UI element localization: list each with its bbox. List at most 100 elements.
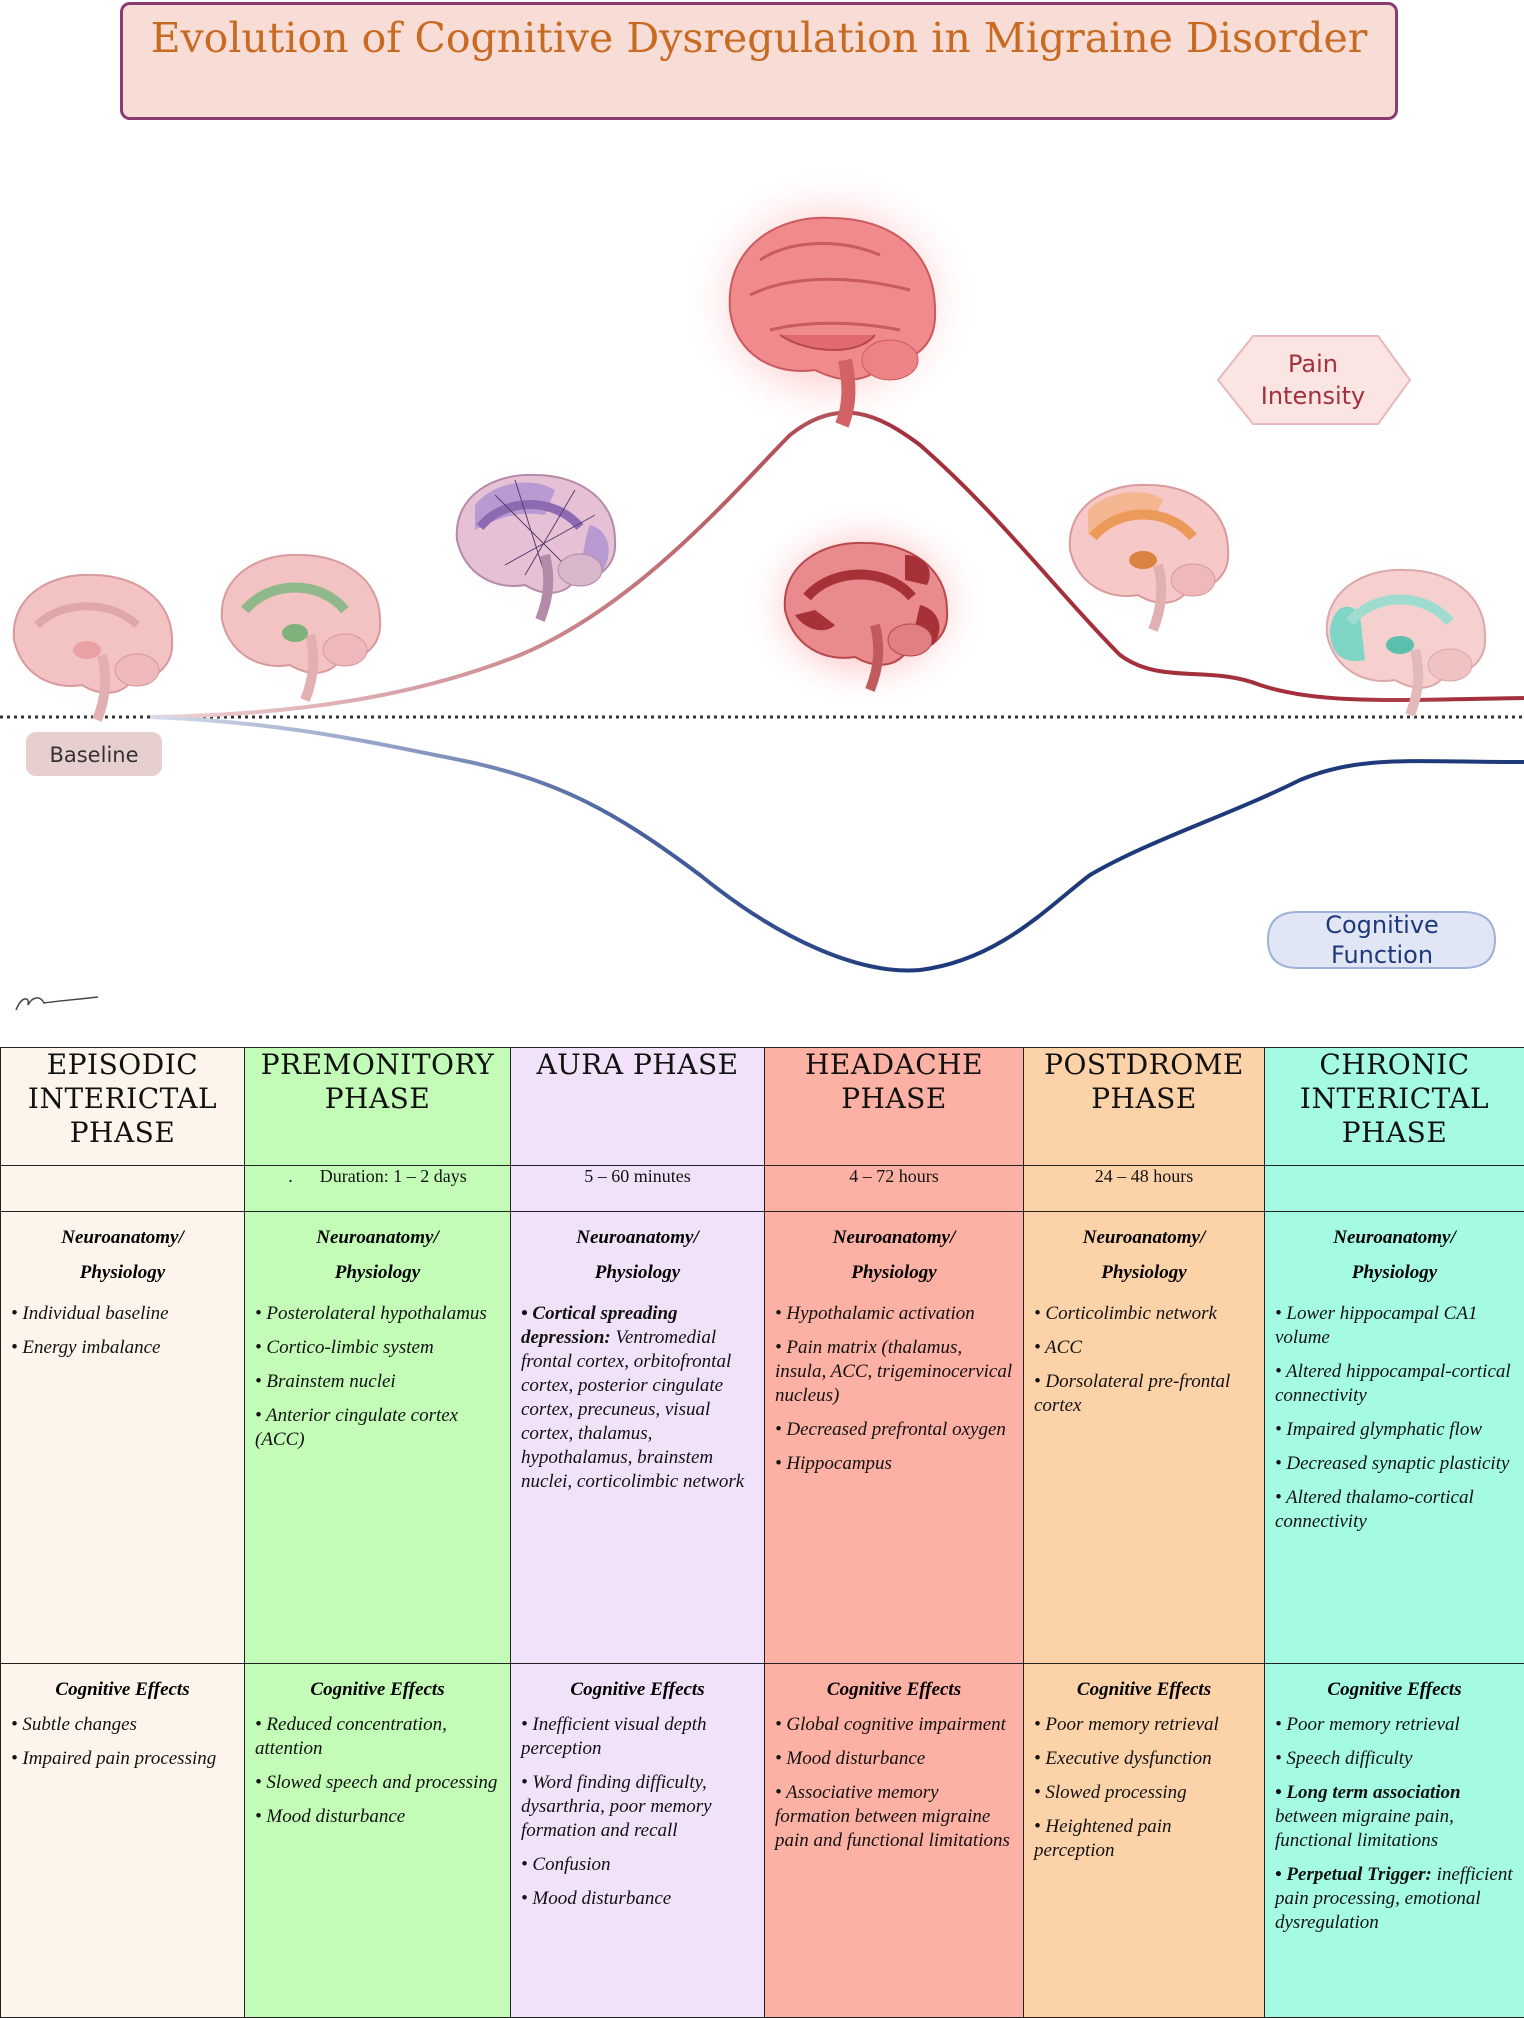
pain-intensity-label: Pain Intensity — [1218, 336, 1410, 424]
brain-illustration-premonitory — [208, 535, 392, 700]
list-item: • Poor memory retrieval — [1034, 1713, 1254, 1737]
list-item-text: • ACC — [1034, 1337, 1082, 1358]
list-item-text: Ventromedial frontal cortex, orbitofront… — [521, 1327, 744, 1492]
list-item-text: • Mood disturbance — [521, 1888, 671, 1909]
list-item: • Reduced concentration, attention — [255, 1713, 500, 1761]
neuro-list-premonitory: • Posterolateral hypothalamus • Cortico-l… — [255, 1302, 500, 1452]
list-item-text: • Decreased prefrontal oxygen — [775, 1419, 1006, 1440]
cognitive-function-label: Cognitive Function — [1268, 911, 1495, 969]
cog-list-aura: • Inefficient visual depth perception • W… — [521, 1713, 754, 1911]
brain-illustration-headache-top — [680, 165, 980, 435]
duration-postdrome: 24 – 48 hours — [1024, 1166, 1265, 1212]
list-item: • Heightened pain perception — [1034, 1815, 1254, 1863]
cognitive-label-line1: Cognitive — [1325, 911, 1439, 939]
list-item-text: • Confusion — [521, 1854, 611, 1875]
list-item-text: • Cortico-limbic system — [255, 1337, 434, 1358]
list-item: • Decreased synaptic plasticity — [1275, 1452, 1514, 1476]
cog-list-postdrome: • Poor memory retrieval • Executive dysfu… — [1034, 1713, 1254, 1863]
list-item-text: • Posterolateral hypothalamus — [255, 1303, 487, 1324]
list-item-text: • Pain matrix (thalamus, insula, ACC, tr… — [775, 1337, 1012, 1406]
list-item-text: • Hippocampus — [775, 1453, 892, 1474]
cog-list-headache: • Global cognitive impairment • Mood dist… — [775, 1713, 1013, 1853]
neuro-list-aura: • Cortical spreading depression: Ventrom… — [521, 1302, 754, 1494]
list-item: • Inefficient visual depth perception — [521, 1713, 754, 1761]
neuroanatomy-row: Neuroanatomy/Physiology • Individual base… — [1, 1212, 1524, 1664]
list-item: • Cortico-limbic system — [255, 1336, 500, 1360]
list-item-text: • Slowed processing — [1034, 1782, 1187, 1803]
list-item-text: • Corticolimbic network — [1034, 1303, 1217, 1324]
neuro-title: Neuroanatomy/Physiology — [255, 1220, 500, 1290]
list-item-text: • Speech difficulty — [1275, 1748, 1413, 1769]
list-item: • Anterior cingulate cortex (ACC) — [255, 1404, 500, 1452]
list-item: • Global cognitive impairment — [775, 1713, 1013, 1737]
list-item: • Decreased prefrontal oxygen — [775, 1418, 1013, 1442]
phase-header-aura: AURA PHASE — [511, 1048, 765, 1166]
list-item-text: • Inefficient visual depth perception — [521, 1714, 707, 1759]
list-item: • Associative memory formation between m… — [775, 1781, 1013, 1853]
list-item: • Corticolimbic network — [1034, 1302, 1254, 1326]
list-item-text: • Executive dysfunction — [1034, 1748, 1212, 1769]
list-item: • Individual baseline — [11, 1302, 234, 1326]
list-item: • Poor memory retrieval — [1275, 1713, 1514, 1737]
list-item: • Impaired pain processing — [11, 1747, 234, 1771]
list-item: • Posterolateral hypothalamus — [255, 1302, 500, 1326]
list-item-text: • Impaired glymphatic flow — [1275, 1419, 1482, 1440]
list-item: • Impaired glymphatic flow — [1275, 1418, 1514, 1442]
cog-list-premonitory: • Reduced concentration, attention • Slow… — [255, 1713, 500, 1829]
duration-episodic — [1, 1166, 245, 1212]
list-item: • Dorsolateral pre-frontal cortex — [1034, 1370, 1254, 1418]
list-item-text: • Dorsolateral pre-frontal cortex — [1034, 1371, 1230, 1416]
list-item: • Word finding difficulty, dysarthria, p… — [521, 1771, 754, 1843]
neuro-list-episodic: • Individual baseline • Energy imbalance — [11, 1302, 234, 1360]
list-item: • Pain matrix (thalamus, insula, ACC, tr… — [775, 1336, 1013, 1408]
pain-label-line1: Pain — [1288, 350, 1338, 378]
list-item-text: • Mood disturbance — [775, 1748, 925, 1769]
list-item: • Long term association between migraine… — [1275, 1781, 1514, 1853]
list-item-text: • Energy imbalance — [11, 1337, 160, 1358]
list-item-text: • Anterior cingulate cortex (ACC) — [255, 1405, 458, 1450]
neuro-title: Neuroanatomy/Physiology — [521, 1220, 754, 1290]
svg-text:Baseline: Baseline — [49, 743, 138, 767]
list-item: • Brainstem nuclei — [255, 1370, 500, 1394]
list-item-text: • Poor memory retrieval — [1275, 1714, 1460, 1735]
cog-title: Cognitive Effects — [1034, 1672, 1254, 1707]
neuro-list-postdrome: • Corticolimbic network • ACC • Dorsolater… — [1034, 1302, 1254, 1418]
list-item-text: • Decreased synaptic plasticity — [1275, 1453, 1509, 1474]
duration-premonitory: . Duration: 1 – 2 days — [245, 1166, 511, 1212]
cog-list-episodic: • Subtle changes • Impaired pain processi… — [11, 1713, 234, 1771]
list-item-text: • Global cognitive impairment — [775, 1714, 1006, 1735]
list-item: • Cortical spreading depression: Ventrom… — [521, 1302, 754, 1494]
list-item-text: • Brainstem nuclei — [255, 1371, 396, 1392]
baseline-label: Baseline — [26, 732, 162, 776]
list-item: • Altered thalamo-cortical connectivity — [1275, 1486, 1514, 1534]
brain-illustration-episodic — [0, 555, 184, 720]
cog-title: Cognitive Effects — [255, 1672, 500, 1707]
list-item-text: • Perpetual Trigger: — [1275, 1864, 1432, 1885]
list-item-text: • Subtle changes — [11, 1714, 137, 1735]
neuro-title: Neuroanatomy/Physiology — [1275, 1220, 1514, 1290]
duration-row: . Duration: 1 – 2 days 5 – 60 minutes 4 … — [1, 1166, 1524, 1212]
list-item-text: • Poor memory retrieval — [1034, 1714, 1219, 1735]
neuro-list-headache: • Hypothalamic activation • Pain matrix (… — [775, 1302, 1013, 1476]
brain-illustration-postdrome — [1053, 463, 1243, 630]
neuro-title: Neuroanatomy/Physiology — [775, 1220, 1013, 1290]
list-item-text: • Hypothalamic activation — [775, 1303, 975, 1324]
list-item-text: • Heightened pain perception — [1034, 1816, 1172, 1861]
list-item-text: • Slowed speech and processing — [255, 1772, 497, 1793]
neuro-title: Neuroanatomy/Physiology — [1034, 1220, 1254, 1290]
list-item: • Hypothalamic activation — [775, 1302, 1013, 1326]
diagram-title: Evolution of Cognitive Dysregulation in … — [120, 2, 1398, 120]
cog-list-chronic: • Poor memory retrieval • Speech difficul… — [1275, 1713, 1514, 1935]
list-item: • Slowed processing — [1034, 1781, 1254, 1805]
list-item-text: • Individual baseline — [11, 1303, 169, 1324]
brain-illustration-chronic — [1310, 548, 1500, 715]
neuro-title: Neuroanatomy/Physiology — [11, 1220, 234, 1290]
list-item: • Mood disturbance — [775, 1747, 1013, 1771]
